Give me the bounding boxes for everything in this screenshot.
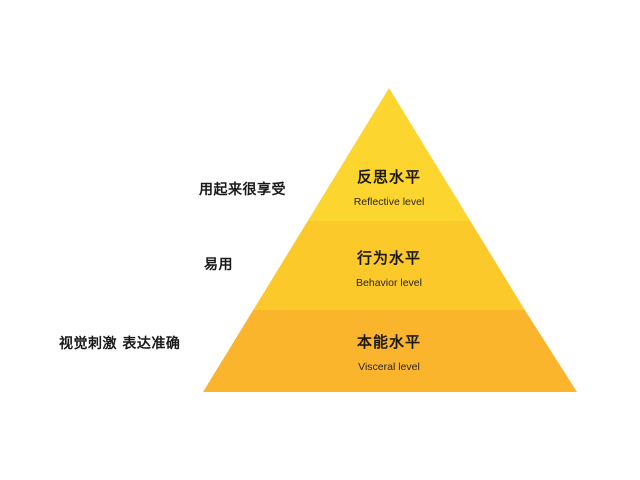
pyramid-level-visceral <box>203 310 577 392</box>
level-behavior-subtitle: Behavior level <box>356 277 422 289</box>
level-reflective-title: 反思水平 <box>356 168 421 186</box>
level-behavior-title: 行为水平 <box>356 249 421 267</box>
level-visceral-subtitle: Visceral level <box>358 361 420 373</box>
level-visceral-title: 本能水平 <box>356 333 421 351</box>
side-note-behavior: 易用 <box>204 257 233 273</box>
level-visceral-label: 本能水平 Visceral level <box>309 331 469 373</box>
side-note-reflective: 用起来很享受 <box>199 182 286 198</box>
level-reflective-subtitle: Reflective level <box>353 196 425 208</box>
pyramid-level-behavior <box>253 221 525 310</box>
side-note-visceral: 视觉刺激 表达准确 <box>59 336 181 352</box>
level-reflective-label: 反思水平 Reflective level <box>309 166 469 208</box>
level-behavior-label: 行为水平 Behavior level <box>309 247 469 289</box>
pyramid-level-reflective <box>307 88 471 221</box>
